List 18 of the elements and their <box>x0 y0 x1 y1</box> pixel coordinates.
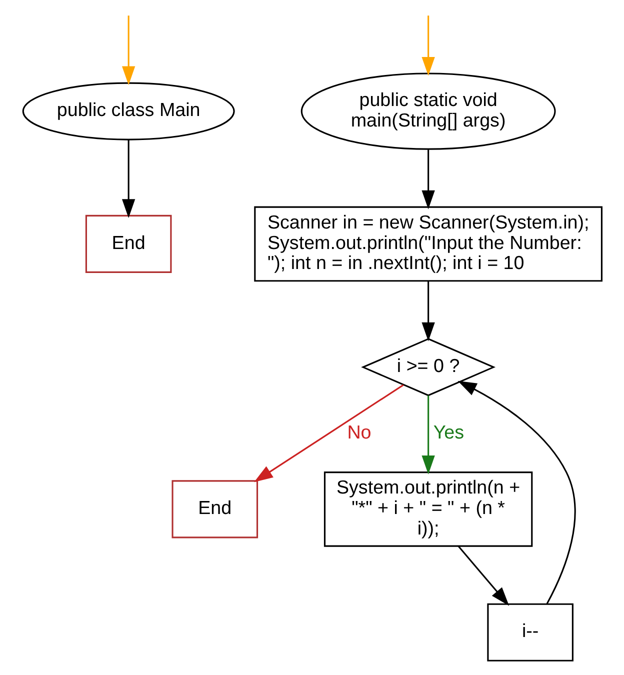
arrow <box>421 280 434 342</box>
arrow <box>421 16 434 76</box>
node-box: Scanner in = new Scanner(System.in); System.out.println("Input the Number: "); int n = in .nextInt(); int i = 10 <box>254 206 602 282</box>
arrow <box>457 380 576 604</box>
arrow <box>421 150 434 210</box>
edge-label: Yes <box>432 422 464 443</box>
edge-label: No <box>346 422 371 443</box>
node-box: System.out.println(n + "*" + i + " = " + (n * i)); <box>323 472 532 547</box>
node-box: End <box>84 214 172 273</box>
node-ellipse: public static void main(String[] args) <box>300 72 556 150</box>
arrow <box>421 396 434 474</box>
arrow <box>457 546 509 606</box>
node-ellipse: public class Main <box>22 82 234 140</box>
arrow <box>121 140 135 218</box>
node-box: End <box>171 480 258 538</box>
node-box: i-- <box>486 603 573 662</box>
arrow <box>121 16 135 86</box>
arrow <box>254 384 404 482</box>
